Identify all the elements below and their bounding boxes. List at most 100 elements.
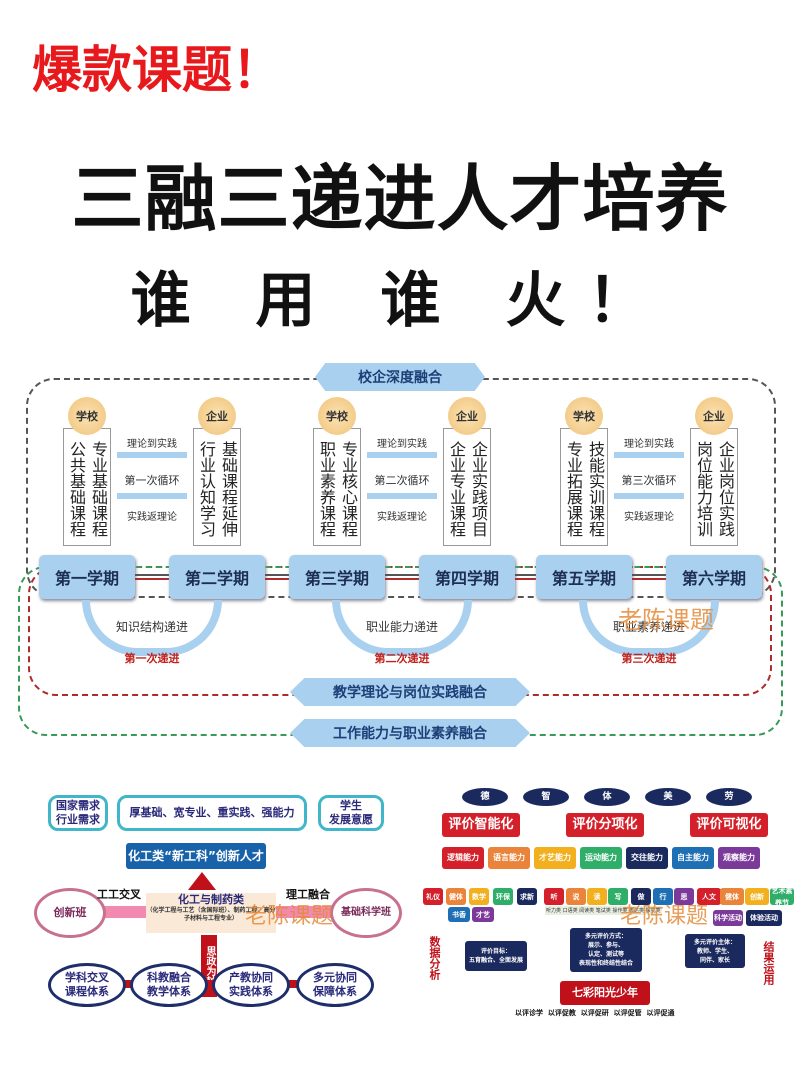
virtue-ellipse: 智 [523,788,569,806]
forward-arrow [117,452,187,458]
center-title: 化工与制药类 [178,893,244,906]
fusion-label: 理工融合 [286,888,330,901]
back-arrow [117,493,187,499]
item-box: 行 [653,888,673,905]
item-box: 求新 [517,888,537,905]
ability-box: 才艺能力 [534,847,576,869]
forward-arrow [367,452,437,458]
outer-dashed-frame [26,378,776,598]
up-arrow-icon [188,872,216,890]
item-box: 创新 [745,888,769,905]
course-box: 基础课程延伸行业认知学习 [193,428,241,546]
student-will: 学生 发展意愿 [318,795,384,831]
owner-badge: 企业 [448,397,486,435]
center-box: 化工与制药类 （化学工程与工艺（含国际班）、制药工程、高分子材料与工程专业） [146,893,276,933]
virtue-ellipse: 德 [462,788,508,806]
owner-badge: 企业 [695,397,733,435]
innovation-class: 创新班 [34,888,106,938]
semester-box: 第四学期 [419,555,515,599]
item-box: 健体 [720,888,744,905]
cycle-label: 第一次循环 [124,474,180,487]
item-categories: 听力类 口语类 阅读类 笔试类 操作类 表达类 探究类 [545,906,662,915]
course-box: 专业基础课程公共基础课程 [63,428,111,546]
owner-badge: 学校 [68,397,106,435]
progress-stage: 第一次递进 [124,652,180,665]
ability-box: 观察能力 [718,847,760,869]
science-activity: 科学活动 [713,910,743,926]
item-box: 思 [674,888,694,905]
data-analysis: 数据分析 [428,936,441,980]
national-demand: 国家需求 行业需求 [48,795,108,831]
item-box: 艺术素养节 [770,886,794,907]
forward-arrow [614,452,684,458]
semester-link [135,574,169,580]
course-box: 企业实践项目企业专业课程 [443,428,491,546]
result-use: 结果运用 [762,941,775,985]
banner-school-enterprise: 校企深度融合 [315,363,485,391]
eval-header: 评价分项化 [566,813,644,837]
course-box: 技能实训课程专业拓展课程 [560,428,608,546]
watermark: 老陈课题 [618,606,714,634]
virtue-ellipse: 美 [645,788,691,806]
center-goal: 七彩阳光少年 [560,981,650,1005]
owner-badge: 企业 [198,397,236,435]
course-box: 专业核心课程职业素养课程 [313,428,361,546]
banner-theory-practice: 教学理论与岗位实践融合 [290,678,530,706]
watermark-right: 老陈课题 [620,904,709,929]
forward-label: 理论到实践 [127,439,177,450]
semester-box: 第五学期 [536,555,632,599]
page-title: 三融三递进人才培养 [71,157,729,241]
principles: 厚基础、宽专业、重实践、强能力 [117,795,307,831]
subject-box: 多元评价主体： 教师、学生、 同伴、家长 [685,934,745,968]
back-arrow [367,493,437,499]
semester-box: 第二学期 [169,555,265,599]
virtue-ellipse: 体 [584,788,630,806]
semester-link [632,574,666,580]
semester-box: 第三学期 [289,555,385,599]
method-box: 多元评价方式： 展示、参与、 认定、测试等 表现性和终结性结合 [570,928,642,972]
semester-box: 第一学期 [39,555,135,599]
goal-box: 化工类“新工科”创新人才 [126,843,266,869]
ability-box: 运动能力 [580,847,622,869]
eval-header: 评价可视化 [690,813,768,837]
item-box: 读 [587,888,607,905]
item-box: 数学 [469,888,489,905]
progress-label: 职业素养递进 [612,620,685,634]
ability-box: 自主能力 [672,847,714,869]
cycle-label: 第三次循环 [621,474,677,487]
semester-box: 第六学期 [666,555,762,599]
item-box: 才艺 [472,907,494,922]
owner-badge: 学校 [565,397,603,435]
item-box: 做 [631,888,651,905]
progress-stage: 第二次递进 [374,652,430,665]
eval-header: 评价智能化 [442,813,520,837]
system-ellipse: 多元协同 保障体系 [296,963,374,1007]
course-box: 企业岗位实践岗位能力培训 [690,428,738,546]
item-box: 写 [608,888,628,905]
bottom-bar [60,980,360,988]
semester-link [515,574,536,580]
cycle-label: 第二次循环 [374,474,430,487]
owner-badge: 学校 [318,397,356,435]
progress-stage: 第三次递进 [621,652,677,665]
item-box: 说 [566,888,586,905]
system-ellipse: 学科交叉 课程体系 [48,963,126,1007]
back-label: 实践返理论 [624,512,674,523]
experience-activity: 体验活动 [746,910,782,926]
slogan: 谁 用 谁 火！ [130,266,670,336]
progress-label: 职业能力递进 [365,620,438,634]
watermark-left: 老陈课题 [245,904,334,929]
back-arrow [614,493,684,499]
item-box: 书香 [448,907,470,922]
banner-work-quality: 工作能力与职业素养融合 [290,719,530,747]
back-label: 实践返理论 [127,512,177,523]
back-label: 实践返理论 [377,512,427,523]
forward-label: 理论到实践 [624,439,674,450]
virtue-ellipse: 劳 [706,788,752,806]
bottom-slogans: 以评诊学 以评促教 以评促研 以评促管 以评促通 [515,1009,675,1017]
cross-label: 工工交叉 [97,888,141,901]
goal-box: 评价目标： 五育融合、全面发展 [465,941,527,971]
center-sub: （化学工程与工艺（含国际班）、制药工程、高分子材料与工程专业） [146,907,276,922]
ability-box: 语言能力 [488,847,530,869]
basic-science-class: 基础科学班 [330,888,402,938]
